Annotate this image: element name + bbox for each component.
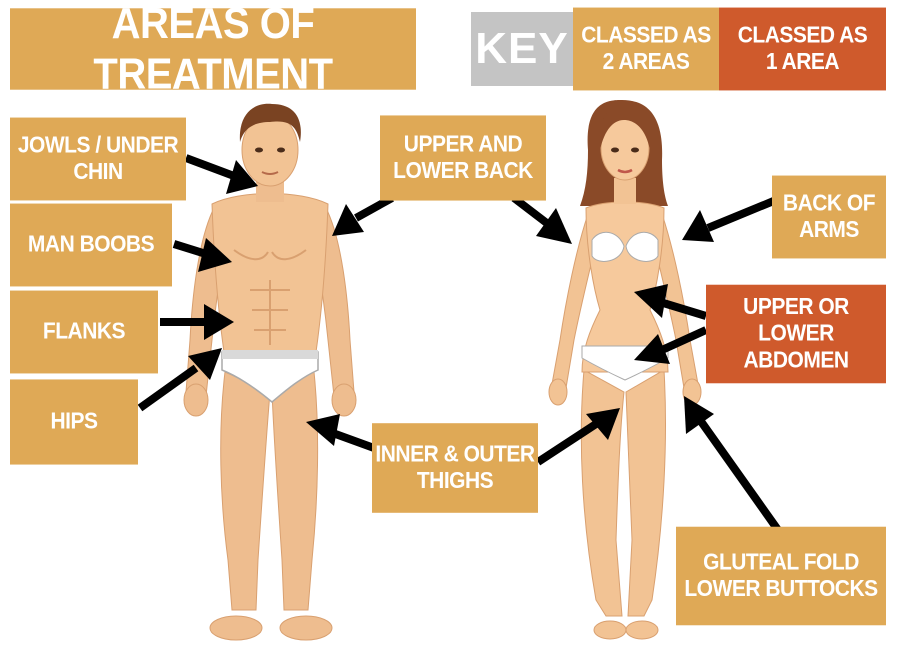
key-one-area-text: CLASSED AS 1 AREA [737,21,868,75]
arrow-upper-abdomen [658,298,708,320]
arrow-thighs-right [535,420,599,466]
label-thighs: INNER & OUTER THIGHS [372,423,538,513]
label-flanks: FLANKS [10,290,158,374]
label-jowls: JOWLS / UNDER CHIN [10,117,186,201]
label-abdomen: UPPER OR LOWER ABDOMEN [706,284,886,384]
label-upper-lower-back-text: UPPER AND LOWER BACK [393,130,533,184]
label-thighs-text: INNER & OUTER THIGHS [375,440,535,494]
label-man-boobs-text: MAN BOOBS [27,231,155,258]
label-jowls-text: JOWLS / UNDER CHIN [17,131,179,185]
arrow-upper-back-right [511,194,551,228]
label-hips-text: HIPS [50,408,98,435]
arrow-thighs-left [328,428,376,452]
arrow-lower-abdomen [660,326,708,354]
page-title-text: AREAS OF TREATMENT [93,0,333,99]
key-two-areas: CLASSED AS 2 AREAS [573,7,719,91]
key-one-area: CLASSED AS 1 AREA [719,7,886,91]
arrow-hips [137,364,199,412]
label-man-boobs: MAN BOOBS [10,203,172,287]
arrow-upper-back-left [354,194,394,222]
arrow-back-of-arms [706,196,778,232]
label-back-of-arms-text: BACK OF ARMS [782,189,876,243]
page-title: AREAS OF TREATMENT [10,0,416,99]
label-back-of-arms: BACK OF ARMS [772,175,886,259]
label-hips: HIPS [10,379,138,465]
label-flanks-text: FLANKS [42,318,126,345]
key-label: KEY [471,12,573,86]
label-abdomen-text: UPPER OR LOWER ABDOMEN [743,293,849,374]
key-label-text: KEY [475,23,569,73]
key-two-areas-text: CLASSED AS 2 AREAS [581,21,711,75]
arrows [137,154,782,533]
arrow-jowls [184,154,236,180]
label-upper-lower-back: UPPER AND LOWER BACK [380,115,546,201]
label-gluteal: GLUTEAL FOLD LOWER BUTTOCKS [676,526,886,626]
female-figure [548,100,702,640]
arrow-man-boobs [172,240,208,258]
arrow-gluteal [696,417,782,533]
label-gluteal-text: GLUTEAL FOLD LOWER BUTTOCKS [684,548,878,602]
